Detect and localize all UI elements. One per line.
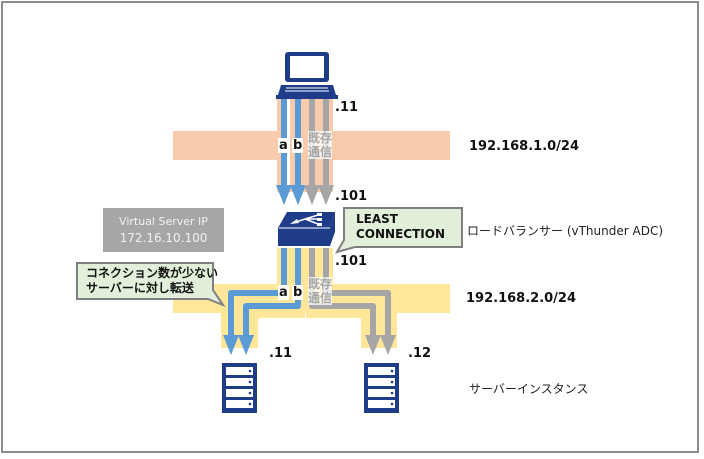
least-connection-callout-shape <box>334 207 463 254</box>
laptop-icon <box>276 52 338 99</box>
diagram-frame <box>1 1 699 453</box>
arrowhead-existing-upper-2 <box>318 185 334 205</box>
arrowhead-b-lower <box>238 335 254 355</box>
lower-flow-lines <box>228 248 391 335</box>
arrowhead-a-lower <box>223 335 239 355</box>
server-1-ip-suffix: .11 <box>269 346 293 361</box>
lb-lower-ip-suffix: .101 <box>335 254 368 269</box>
client-ip-suffix: .11 <box>335 100 359 115</box>
lower-arrowheads <box>223 335 396 355</box>
flow-existing-lower-2 <box>323 248 391 335</box>
load-balancer-label: ロードバランサー (vThunder ADC) <box>467 224 664 238</box>
flow-a-lower <box>228 248 287 335</box>
flow-b-label-lower: b <box>292 285 304 300</box>
flow-a-label-lower: a <box>278 285 289 300</box>
virtual-server-ip-box: Virtual Server IP 172.16.10.100 <box>103 208 224 252</box>
server-icon-2 <box>364 363 399 413</box>
arrowhead-existing-lower-1 <box>365 335 381 355</box>
existing-line-1: 既存 <box>308 277 333 291</box>
flow-a-label-upper: a <box>278 138 289 153</box>
existing-flow-label-upper: 既存 通信 <box>308 131 333 159</box>
routing-callout-line-1: コネクション数が少ない <box>86 266 219 280</box>
least-connection-callout: LEAST CONNECTION <box>356 212 445 242</box>
server-icon-1 <box>222 363 257 413</box>
existing-flow-label-lower: 既存 通信 <box>308 277 333 305</box>
existing-line-2: 通信 <box>308 291 333 305</box>
arrowhead-existing-lower-2 <box>380 335 396 355</box>
existing-line-2: 通信 <box>308 145 333 159</box>
upper-network-label: 192.168.1.0/24 <box>469 139 580 154</box>
server-instance-label: サーバーインスタンス <box>469 382 589 396</box>
flow-b-label-upper: b <box>292 138 304 153</box>
server-2-ip-suffix: .12 <box>408 346 432 361</box>
callout-line-1: LEAST <box>356 212 398 226</box>
existing-line-1: 既存 <box>308 131 333 145</box>
arrowhead-a-upper <box>276 185 292 205</box>
lb-upper-ip-suffix: .101 <box>335 189 368 204</box>
routing-callout-shape <box>76 262 226 308</box>
arrowhead-existing-upper-1 <box>304 185 320 205</box>
routing-callout-line-2: サーバーに対し転送 <box>86 281 194 295</box>
lower-network-label: 192.168.2.0/24 <box>466 291 577 306</box>
flow-b-lower <box>243 248 301 335</box>
routing-callout: コネクション数が少ない サーバーに対し転送 <box>86 266 218 296</box>
callout-line-2: CONNECTION <box>356 227 445 241</box>
arrowhead-b-upper <box>290 185 306 205</box>
virtual-server-title: Virtual Server IP <box>119 215 208 228</box>
load-balancer-icon <box>278 212 335 246</box>
virtual-server-ip: 172.16.10.100 <box>119 231 208 245</box>
